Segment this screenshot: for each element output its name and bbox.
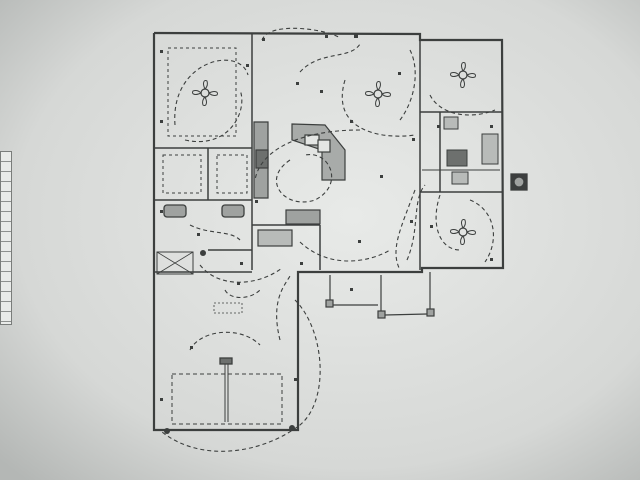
- exterior-walls: [152, 31, 505, 432]
- kitchen-counter: [253, 121, 346, 247]
- table-row: [1, 262, 11, 272]
- table-row: [1, 282, 11, 292]
- partial-schedule-table: [0, 151, 12, 325]
- table-row: [1, 172, 11, 182]
- room-outline: [216, 154, 248, 194]
- table-row: [1, 182, 11, 192]
- table-row: [1, 292, 11, 302]
- table-row: [1, 152, 11, 162]
- garage-door-track: [224, 358, 229, 422]
- room-outline: [162, 154, 202, 194]
- porch: [325, 272, 435, 319]
- table-row: [1, 232, 11, 242]
- table-row: [1, 222, 11, 232]
- bath-fixtures: [422, 116, 500, 185]
- interior-walls: [154, 34, 502, 273]
- table-row: [1, 272, 11, 282]
- table-row: [1, 162, 11, 172]
- sink-icon: [221, 204, 245, 218]
- garage-label-box: [213, 302, 243, 314]
- table-row: [1, 212, 11, 222]
- table-row: [1, 192, 11, 202]
- table-row: [1, 302, 11, 312]
- table-row: [1, 312, 11, 322]
- table-row: [1, 202, 11, 212]
- table-row: [1, 242, 11, 252]
- floor-plan: [152, 27, 528, 452]
- wiring-runs: [161, 27, 496, 452]
- outlet-markers: [160, 34, 493, 434]
- shower-icon: [156, 251, 194, 275]
- table-row: [1, 252, 11, 262]
- garage-door: [171, 373, 283, 425]
- sink-icon: [163, 204, 187, 218]
